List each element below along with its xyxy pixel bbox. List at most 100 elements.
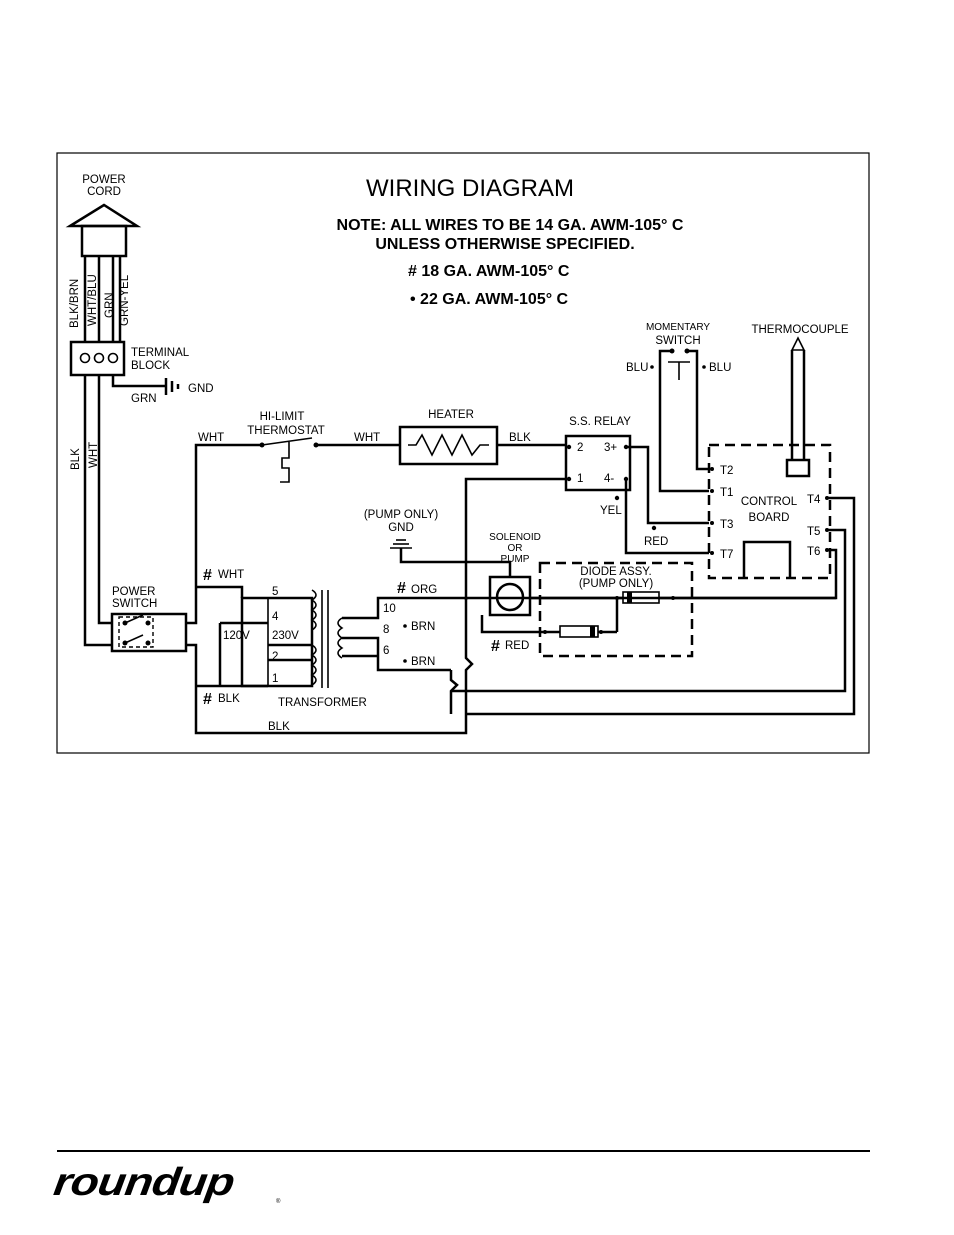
pump-ground-icon	[390, 539, 512, 577]
main-wires	[83, 375, 112, 647]
hi-limit-label-1: HI-LIMIT	[260, 411, 305, 423]
diagram-frame	[56, 152, 870, 754]
wire-label-wht-18-text: WHT	[218, 569, 244, 581]
main-wire-label-blk: BLK	[70, 448, 82, 470]
ss-relay-terminal-3: 3+	[604, 442, 617, 454]
transformer-120v: 120V	[223, 630, 250, 642]
ss-relay-terminal-4: 4-	[604, 473, 614, 485]
transformer-pin-5: 5	[272, 586, 278, 598]
ground-label: GND	[188, 383, 214, 395]
diagram-title: WIRING DIAGRAM	[366, 175, 574, 202]
transformer-pin-6: 6	[383, 645, 389, 657]
board-dot	[710, 467, 714, 471]
solenoid-label-3: PUMP	[501, 554, 530, 565]
ss-relay-terminal-1: 1	[577, 473, 583, 485]
momentary-switch-label-2: SWITCH	[655, 335, 700, 347]
wire-label-brn-1: BRN	[411, 621, 435, 633]
relay-dot	[566, 476, 572, 482]
control-board-trace	[742, 540, 792, 578]
wire-label-wht-left: WHT	[198, 432, 224, 444]
pump-gnd-label-2: GND	[388, 522, 414, 534]
wire-dot	[403, 659, 407, 663]
cord-wire-label-grn: GRN	[104, 292, 116, 318]
hi-limit-thermostat-icon	[259, 437, 319, 483]
transformer-primary-wires	[186, 585, 468, 735]
power-cord-label-1: POWER	[82, 174, 125, 186]
board-terminal-t4: T4	[807, 494, 821, 506]
wire-label-wht-mid: WHT	[354, 432, 380, 444]
diode-assembly	[538, 561, 694, 658]
transformer-label: TRANSFORMER	[278, 697, 367, 709]
wire-label-red-18: #	[491, 638, 500, 655]
main-wire-label-wht: WHT	[88, 442, 100, 468]
wht-line-wires	[186, 443, 400, 625]
board-terminal-t1: T1	[720, 487, 733, 499]
solenoid-pump-icon	[488, 575, 532, 617]
note-line-3: # 18 GA. AWM-105° C	[408, 263, 570, 280]
wire-label-org-18-text: ORG	[411, 584, 437, 596]
cord-wire-label-wht-blu: WHT/BLU	[87, 274, 99, 326]
footer-rule	[57, 1150, 870, 1152]
registered-mark: ®	[276, 1199, 281, 1205]
control-board-label-1: CONTROL	[741, 496, 798, 508]
pump-wires	[480, 596, 836, 634]
transformer-pin-4: 4	[272, 611, 279, 623]
wire-label-blk-heater: BLK	[509, 432, 531, 444]
board-terminal-t5: T5	[807, 526, 820, 538]
wire-label-wht-18: #	[203, 567, 212, 584]
momentary-switch-label-1: MOMENTARY	[646, 322, 710, 333]
note-line-2: UNLESS OTHERWISE SPECIFIED.	[375, 236, 634, 253]
board-dot	[710, 521, 714, 525]
power-switch-label-2: SWITCH	[112, 598, 157, 610]
cord-wire-label-grn-yel: GRN-YEL	[119, 274, 131, 326]
heater-label: HEATER	[428, 409, 474, 421]
diode-label-1: DIODE ASSY.	[580, 566, 651, 578]
terminal-block-label-1: TERMINAL	[131, 347, 190, 359]
transformer-pin-10: 10	[383, 603, 396, 615]
terminal-block-label-2: BLOCK	[131, 360, 170, 372]
thermocouple-label: THERMOCOUPLE	[751, 324, 848, 336]
power-switch-label-1: POWER	[112, 586, 155, 598]
relay-dot	[566, 444, 572, 450]
ss-relay	[564, 434, 632, 492]
hi-limit-label-2: THERMOSTAT	[247, 425, 325, 437]
transformer-pin-1: 1	[272, 673, 278, 685]
diode-label-2: (PUMP ONLY)	[579, 578, 654, 590]
transformer-secondary-wires	[342, 596, 474, 714]
transformer-230v: 230V	[272, 630, 299, 642]
wire-label-yel: YEL	[600, 505, 622, 517]
terminal-screw	[107, 352, 119, 364]
wire-dot	[403, 624, 407, 628]
board-terminal-t2: T2	[720, 465, 733, 477]
ss-relay-label: S.S. RELAY	[569, 416, 631, 428]
solenoid-label-2: OR	[508, 543, 523, 554]
board-terminal-t6: T6	[807, 546, 820, 558]
board-right-wires	[451, 496, 856, 716]
control-board-label-2: BOARD	[749, 512, 790, 524]
control-board	[707, 443, 832, 580]
wire-dot	[651, 525, 657, 531]
power-switch	[110, 612, 188, 653]
terminal-screw	[93, 352, 105, 364]
board-dot	[710, 489, 714, 493]
momentary-switch-icon	[658, 348, 709, 493]
wire-dot	[650, 365, 654, 369]
wire-label-brn-2: BRN	[411, 656, 435, 668]
board-terminal-t3: T3	[720, 519, 733, 531]
wire-label-blk-18: #	[203, 691, 212, 708]
ss-relay-terminal-2: 2	[577, 442, 583, 454]
wire-label-red-18-text: RED	[505, 640, 529, 652]
relay-to-board-wires	[464, 445, 709, 600]
terminal-screw	[79, 352, 91, 364]
momentary-switch-blu-left: BLU	[626, 362, 648, 374]
thermocouple-icon	[785, 336, 811, 478]
momentary-switch-blu-right: BLU	[709, 362, 731, 374]
transformer-pin-8: 8	[383, 624, 389, 636]
solenoid-label-1: SOLENOID	[489, 532, 541, 543]
wire-label-blk-18-text: BLK	[218, 693, 240, 705]
note-line-4: • 22 GA. AWM-105° C	[410, 291, 569, 308]
cord-wires	[83, 256, 122, 342]
note-line-1: NOTE: ALL WIRES TO BE 14 GA. AWM-105° C	[337, 217, 684, 234]
wire-label-red: RED	[644, 536, 668, 548]
